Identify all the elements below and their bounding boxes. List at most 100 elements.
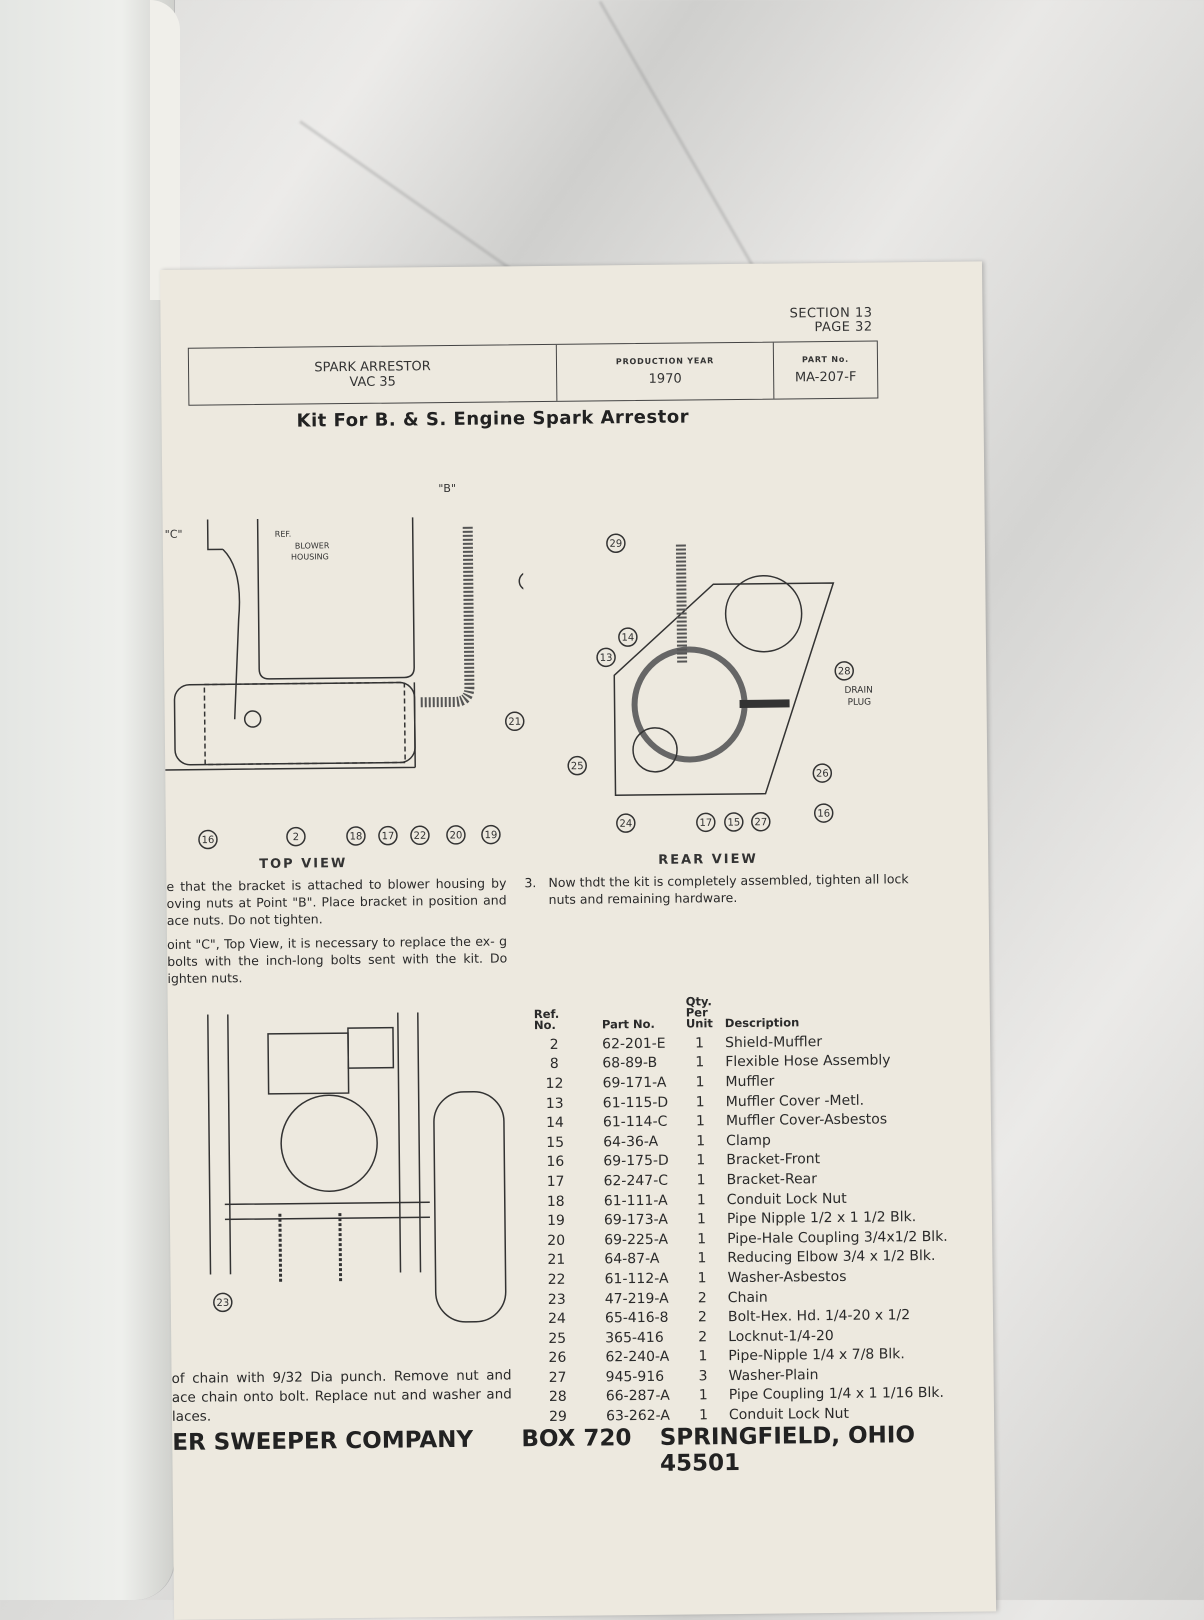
cell-qty: 3: [698, 1368, 708, 1385]
label-plug: PLUG: [848, 698, 872, 708]
part-no-cell: PART No. MA-207-F: [774, 341, 878, 398]
footer-company: ER SWEEPER COMPANY: [172, 1426, 474, 1456]
cell-part-no: 69-171-A: [602, 1074, 667, 1092]
cell-description: Bracket-Rear: [726, 1171, 818, 1189]
cell-part-no: 365-416: [605, 1329, 664, 1347]
callout-circle: [518, 571, 527, 591]
top-view-diagram: "C" REF. BLOWER HOUSING "B" 821162181722…: [165, 482, 527, 850]
cell-qty: 1: [695, 1113, 705, 1130]
callout-number: 16: [202, 835, 215, 846]
callout-number: 23: [216, 1298, 229, 1309]
cell-ref-no: 15: [546, 1134, 565, 1151]
callout-number: 29: [609, 539, 622, 550]
cell-ref-no: 17: [546, 1173, 565, 1190]
cell-ref-no: 19: [546, 1212, 565, 1230]
cell-part-no: 61-111-A: [603, 1192, 668, 1209]
item-cell: SPARK ARRESTOR VAC 35: [188, 344, 558, 405]
instruction-step-3-number: 3.: [524, 875, 537, 891]
cell-part-no: 47-219-A: [604, 1290, 669, 1307]
parts-table-header: Ref. No. Part No. Qty. Per Unit Descript…: [528, 994, 952, 1035]
cell-ref-no: 28: [548, 1389, 567, 1406]
header-part-no: Part No.: [601, 1016, 655, 1032]
cell-description: Washer-Asbestos: [727, 1268, 847, 1287]
cell-part-no: 62-240-A: [605, 1349, 670, 1366]
left-book-page: [0, 0, 180, 1600]
footer-box: BOX 720: [521, 1425, 632, 1453]
callout-circle: [410, 825, 430, 846]
callout-number: 18: [350, 831, 363, 842]
cell-part-no: 61-114-C: [602, 1113, 668, 1131]
callout-number: 15: [727, 817, 740, 828]
part-no-label: PART No.: [801, 354, 850, 365]
cell-qty: 1: [698, 1387, 708, 1404]
callout-circle: [504, 711, 525, 732]
callout-number: 17: [699, 818, 712, 829]
page-number: PAGE 32: [814, 319, 873, 336]
cell-ref-no: 27: [548, 1369, 567, 1386]
cell-qty: 2: [698, 1329, 708, 1346]
cell-ref-no: 23: [547, 1291, 566, 1308]
callout-number: 19: [485, 830, 498, 841]
cell-qty: 1: [698, 1407, 709, 1424]
cell-ref-no: 21: [547, 1252, 566, 1269]
header-description: Description: [724, 1015, 800, 1031]
cell-part-no: 69-173-A: [603, 1211, 668, 1229]
cell-part-no: 69-175-D: [603, 1153, 669, 1170]
label-point-c: "C": [165, 528, 183, 541]
cell-part-no: 64-87-A: [604, 1251, 660, 1268]
instruction-step-2: oint "C", Top View, it is necessary to r…: [166, 933, 508, 986]
callout-circle: [446, 825, 466, 845]
cell-description: Muffler Cover-Asbestos: [725, 1111, 888, 1130]
callout-number: 2: [293, 832, 299, 843]
cell-qty: 1: [696, 1152, 706, 1169]
side-view-diagram: 23: [207, 1012, 507, 1323]
cell-ref-no: 12: [545, 1075, 564, 1092]
production-year: 1970: [648, 371, 682, 387]
callout-circle: [378, 825, 398, 846]
cell-part-no: 66-287-A: [605, 1388, 670, 1405]
footer: ER SWEEPER COMPANY BOX 720 SPRINGFIELD, …: [172, 1421, 994, 1482]
callout-circle: [696, 812, 716, 833]
label-drain: DRAIN: [844, 686, 872, 696]
section-info: SECTION 13 PAGE 32: [789, 306, 873, 336]
callout-number: 27: [754, 817, 767, 828]
cell-ref-no: 26: [548, 1350, 567, 1367]
cell-description: Conduit Lock Nut: [726, 1190, 847, 1208]
header-ref-no: Ref. No.: [533, 1006, 560, 1033]
cell-description: Bolt-Hex. Hd. 1/4-20 x 1/2: [727, 1307, 911, 1326]
cell-ref-no: 18: [546, 1193, 565, 1210]
cell-description: Clamp: [726, 1132, 771, 1149]
cell-part-no: 65-416-8: [604, 1309, 669, 1327]
cell-description: Pipe Nipple 1/2 x 1 1/2 Blk.: [726, 1209, 917, 1228]
cell-qty: 1: [696, 1211, 706, 1228]
callout-number: 26: [816, 769, 829, 780]
cell-qty: 1: [697, 1250, 707, 1267]
callout-circle: [567, 755, 587, 776]
callout-circle: [198, 829, 218, 850]
cell-qty: 1: [697, 1270, 707, 1287]
cell-part-no: 64-36-A: [603, 1133, 659, 1151]
top-view-caption: TOP VIEW: [259, 856, 348, 872]
production-year-cell: PRODUCTION YEAR 1970: [556, 342, 775, 401]
callout-circle: [618, 627, 638, 647]
cell-description: Shield-Muffler: [725, 1033, 823, 1051]
part-no: MA-207-F: [794, 369, 857, 386]
header-box: SPARK ARRESTOR VAC 35 PRODUCTION YEAR 19…: [187, 340, 879, 406]
callout-number: 17: [382, 831, 395, 842]
cell-ref-no: 16: [546, 1154, 565, 1171]
cell-qty: 1: [698, 1348, 708, 1365]
callout-circle: [346, 826, 366, 846]
cell-description: Bracket-Front: [726, 1151, 821, 1169]
svg-text:REF.: REF.: [275, 530, 292, 539]
callout-circle: [724, 812, 744, 832]
cell-ref-no: 22: [547, 1271, 566, 1288]
callout-number: 25: [571, 761, 584, 772]
callout-circle: [606, 533, 626, 553]
cell-part-no: 61-112-A: [604, 1270, 669, 1288]
cell-ref-no: 13: [545, 1095, 564, 1112]
item-model: VAC 35: [349, 374, 396, 391]
cell-qty: 2: [697, 1309, 708, 1326]
rear-view-caption: REAR VIEW: [658, 851, 758, 868]
cell-ref-no: 2: [549, 1036, 559, 1053]
cell-ref-no: 8: [549, 1056, 559, 1073]
